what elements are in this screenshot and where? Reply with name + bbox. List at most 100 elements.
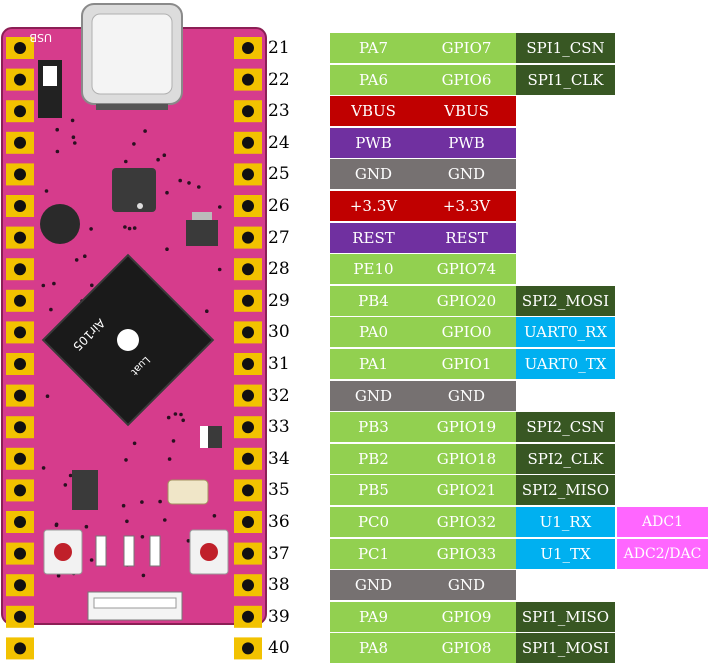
via bbox=[125, 519, 129, 524]
header-hole bbox=[14, 389, 26, 402]
pin-number: 35 bbox=[268, 480, 290, 501]
pin-number: 38 bbox=[268, 575, 290, 596]
header-hole bbox=[14, 610, 26, 623]
via bbox=[132, 142, 136, 146]
via bbox=[187, 181, 191, 185]
via bbox=[89, 227, 93, 231]
pin-number: 29 bbox=[268, 290, 290, 311]
header-hole bbox=[14, 484, 26, 497]
pin-function-cell: UART0_TX bbox=[516, 349, 615, 379]
pin-function-cell: GND bbox=[330, 159, 417, 190]
regulator bbox=[186, 212, 218, 246]
pin-function-cell: +3.3V bbox=[330, 191, 417, 221]
header-hole bbox=[242, 516, 254, 528]
fpc-connector bbox=[87, 591, 183, 621]
via bbox=[89, 558, 94, 562]
header-hole bbox=[14, 42, 26, 54]
small-ic bbox=[72, 470, 98, 510]
header-hole bbox=[14, 358, 26, 370]
pin-function-cell: GND bbox=[330, 570, 417, 601]
via bbox=[71, 135, 76, 139]
pin-function-cell: ADC1 bbox=[617, 507, 708, 537]
mcu-chip: Air105 Luat bbox=[41, 253, 215, 427]
pin-function-cell: PB4 bbox=[330, 285, 417, 316]
via bbox=[45, 394, 50, 399]
header-hole bbox=[242, 579, 254, 592]
via bbox=[41, 466, 46, 470]
pin-function-cell: PE10 bbox=[330, 254, 417, 285]
pin-number: 36 bbox=[268, 512, 290, 532]
pin-function-cell: GPIO33 bbox=[417, 538, 516, 569]
pin-function-cell: GPIO74 bbox=[417, 254, 516, 285]
header-hole bbox=[242, 168, 254, 181]
pin-function-cell: PA0 bbox=[330, 317, 417, 348]
usb-switch: USB bbox=[29, 31, 62, 118]
header-hole bbox=[242, 200, 254, 212]
pin-number: 40 bbox=[268, 638, 290, 659]
header-hole bbox=[242, 42, 254, 54]
pin-number: 28 bbox=[268, 259, 290, 280]
pin-number: 30 bbox=[268, 322, 290, 343]
header-hole bbox=[242, 484, 254, 497]
header-hole bbox=[242, 421, 254, 434]
via bbox=[56, 573, 61, 578]
via bbox=[140, 500, 144, 504]
via bbox=[218, 205, 222, 209]
pin-function-cell: GPIO19 bbox=[417, 412, 516, 443]
pin-function-cell: GPIO8 bbox=[417, 633, 516, 664]
pin-function-cell: PC1 bbox=[330, 538, 417, 569]
header-hole bbox=[242, 389, 254, 402]
via bbox=[167, 457, 172, 461]
via bbox=[124, 458, 128, 462]
pin-number: 27 bbox=[268, 227, 290, 248]
header-hole bbox=[14, 200, 26, 212]
pin-function-cell: GPIO9 bbox=[417, 601, 516, 632]
header-hole bbox=[242, 610, 254, 623]
pin-function-cell: VBUS bbox=[417, 96, 516, 127]
board-illustration: USB Air105 Luat bbox=[1, 3, 267, 660]
via bbox=[158, 499, 162, 504]
via bbox=[162, 153, 167, 157]
via bbox=[171, 439, 176, 443]
header-hole bbox=[14, 294, 26, 307]
pin-function-cell: SPI2_MOSI bbox=[516, 285, 615, 316]
pin-function-cell: SPI1_MISO bbox=[516, 601, 615, 632]
pin-function-cell: GPIO7 bbox=[417, 33, 516, 63]
via bbox=[179, 412, 183, 417]
pin-function-cell: GND bbox=[417, 380, 516, 411]
header-hole bbox=[14, 547, 26, 560]
via bbox=[140, 535, 145, 539]
via bbox=[41, 283, 46, 288]
via bbox=[165, 247, 169, 251]
pin-function-cell: SPI1_MOSI bbox=[516, 633, 615, 664]
pin-function-cell: GPIO0 bbox=[417, 317, 516, 348]
via bbox=[166, 415, 171, 420]
pin-function-cell: PB5 bbox=[330, 475, 417, 506]
pin-function-cell: PA9 bbox=[330, 601, 417, 632]
pin-number: 34 bbox=[268, 448, 290, 469]
header-hole bbox=[242, 136, 254, 149]
pin-function-cell: PA7 bbox=[330, 33, 417, 63]
pin-function-cell: GND bbox=[417, 159, 516, 190]
header-hole bbox=[14, 326, 26, 339]
header-hole bbox=[14, 73, 26, 86]
header-hole bbox=[14, 579, 26, 592]
via bbox=[74, 258, 79, 262]
via bbox=[197, 185, 201, 189]
pin-number: 33 bbox=[268, 417, 290, 438]
via bbox=[141, 573, 146, 578]
pin-function-cell: REST bbox=[330, 222, 417, 253]
pin-function-cell: VBUS bbox=[330, 96, 417, 127]
led bbox=[200, 426, 222, 448]
pin-function-cell: GPIO18 bbox=[417, 443, 516, 474]
pin-function-cell: GPIO6 bbox=[417, 64, 516, 95]
header-hole bbox=[242, 326, 254, 339]
via bbox=[186, 539, 191, 543]
pin-function-cell: PB3 bbox=[330, 412, 417, 443]
header-hole bbox=[14, 516, 26, 528]
pin-function-cell: PA1 bbox=[330, 349, 417, 379]
header-hole bbox=[14, 136, 26, 149]
via bbox=[83, 254, 87, 258]
pin-function-cell: PWB bbox=[330, 127, 417, 158]
